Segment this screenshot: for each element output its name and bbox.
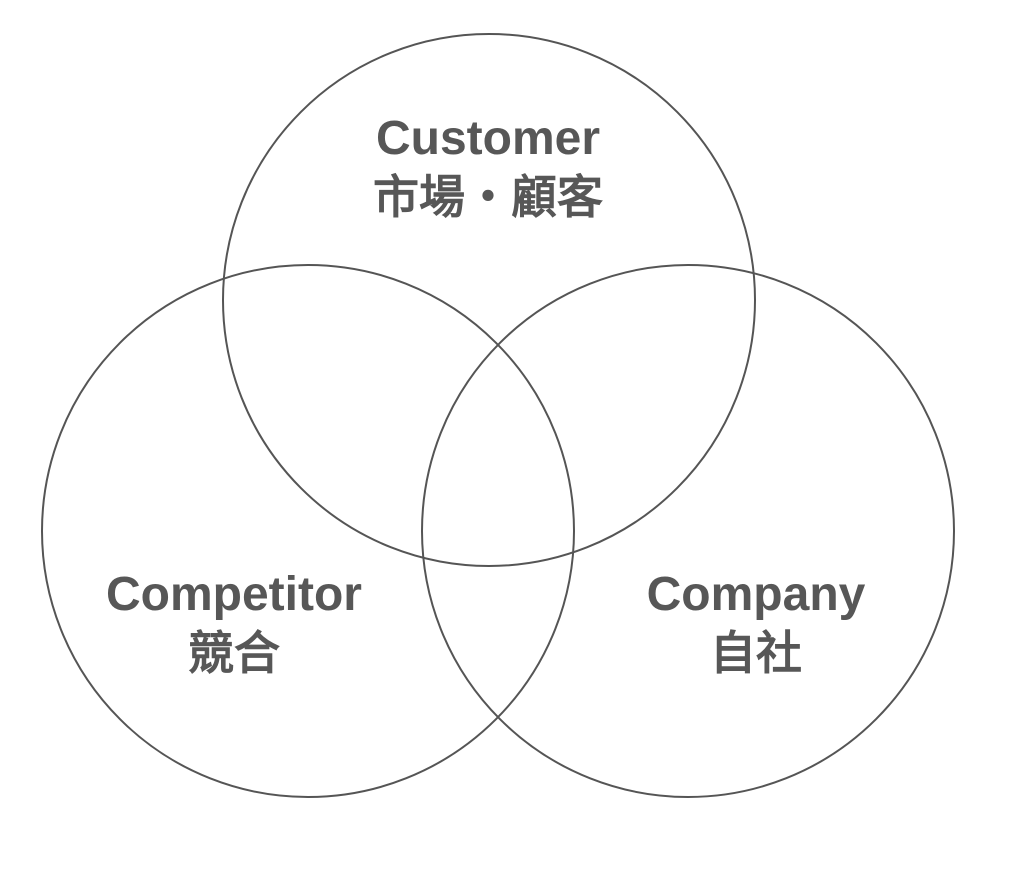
company-label-en: Company (646, 568, 866, 621)
customer-label-jp: 市場・顧客 (373, 169, 603, 224)
company-label: Company 自社 (556, 566, 956, 681)
competitor-label: Competitor 競合 (34, 566, 434, 681)
company-label-jp: 自社 (710, 625, 802, 680)
competitor-label-en: Competitor (106, 568, 362, 621)
customer-label-en: Customer (375, 112, 601, 165)
customer-label: Customer 市場・顧客 (288, 110, 688, 225)
competitor-label-jp: 競合 (188, 625, 280, 680)
customer-circle (222, 33, 756, 567)
competitor-circle (41, 264, 575, 798)
company-circle (421, 264, 955, 798)
